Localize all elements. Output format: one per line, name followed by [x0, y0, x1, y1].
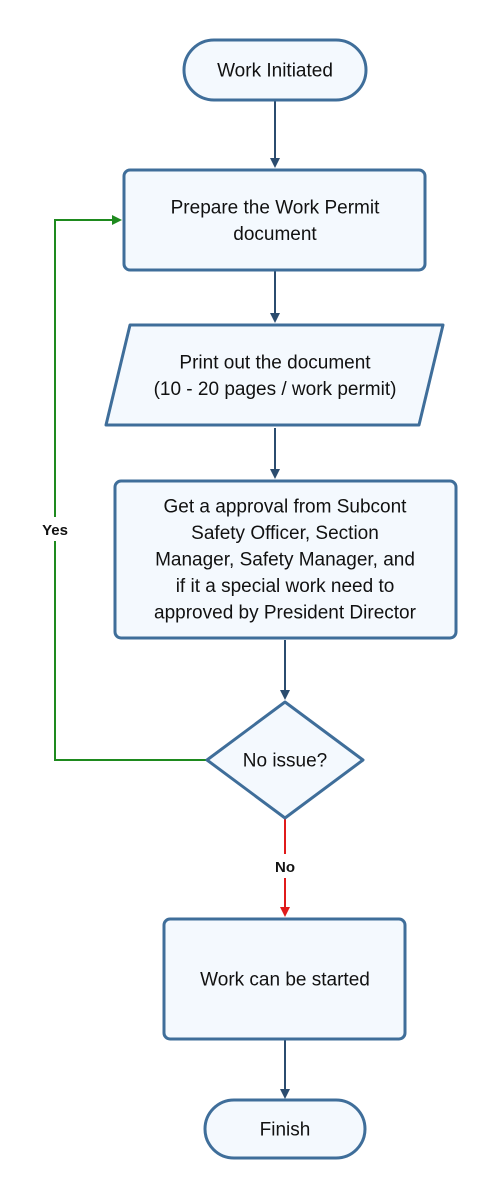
- yes-loop-arrow: [54, 215, 206, 761]
- finish-terminator: Finish: [203, 1098, 367, 1160]
- node-text-line: Safety Officer, Section: [191, 523, 379, 544]
- node-text-line: Finish: [260, 1120, 311, 1141]
- node-text-line: approved by President Director: [154, 603, 417, 624]
- finish-label: Finish: [260, 1120, 311, 1141]
- yes-label: Yes: [42, 522, 68, 539]
- node-text-line: Print out the document: [179, 352, 371, 373]
- print-data: Print out the document (10 - 20 pages / w…: [104, 323, 445, 427]
- no-label-bg: [268, 854, 302, 878]
- start-label: Work Initiated: [217, 61, 333, 82]
- node-text-line: Prepare the Work Permit: [171, 197, 380, 218]
- prepare-label: Prepare the Work Permit document: [171, 197, 380, 245]
- node-text-line: (10 - 20 pages / work permit): [154, 379, 397, 400]
- node-text-line: Get a approval from Subcont: [164, 497, 408, 518]
- node-text-line: Manager, Safety Manager, and: [155, 550, 415, 571]
- start-terminator: Work Initiated: [182, 38, 368, 102]
- started-label: Work can be started: [200, 970, 370, 991]
- no-issue-decision: No issue?: [205, 700, 365, 820]
- prepare-process: Prepare the Work Permit document: [122, 168, 427, 272]
- node-text-line: if it a special work need to: [176, 576, 395, 597]
- node-text-line: No issue?: [243, 751, 328, 772]
- node-text-line: document: [233, 224, 317, 245]
- node-text-line: Work can be started: [200, 970, 370, 991]
- work-started-process: Work can be started: [162, 917, 407, 1041]
- yes-label-bg: [36, 517, 74, 541]
- node-text-line: Work Initiated: [217, 61, 333, 82]
- no-label: No: [275, 859, 295, 876]
- decision-label: No issue?: [243, 751, 328, 772]
- print-label: Print out the document (10 - 20 pages / w…: [154, 352, 397, 400]
